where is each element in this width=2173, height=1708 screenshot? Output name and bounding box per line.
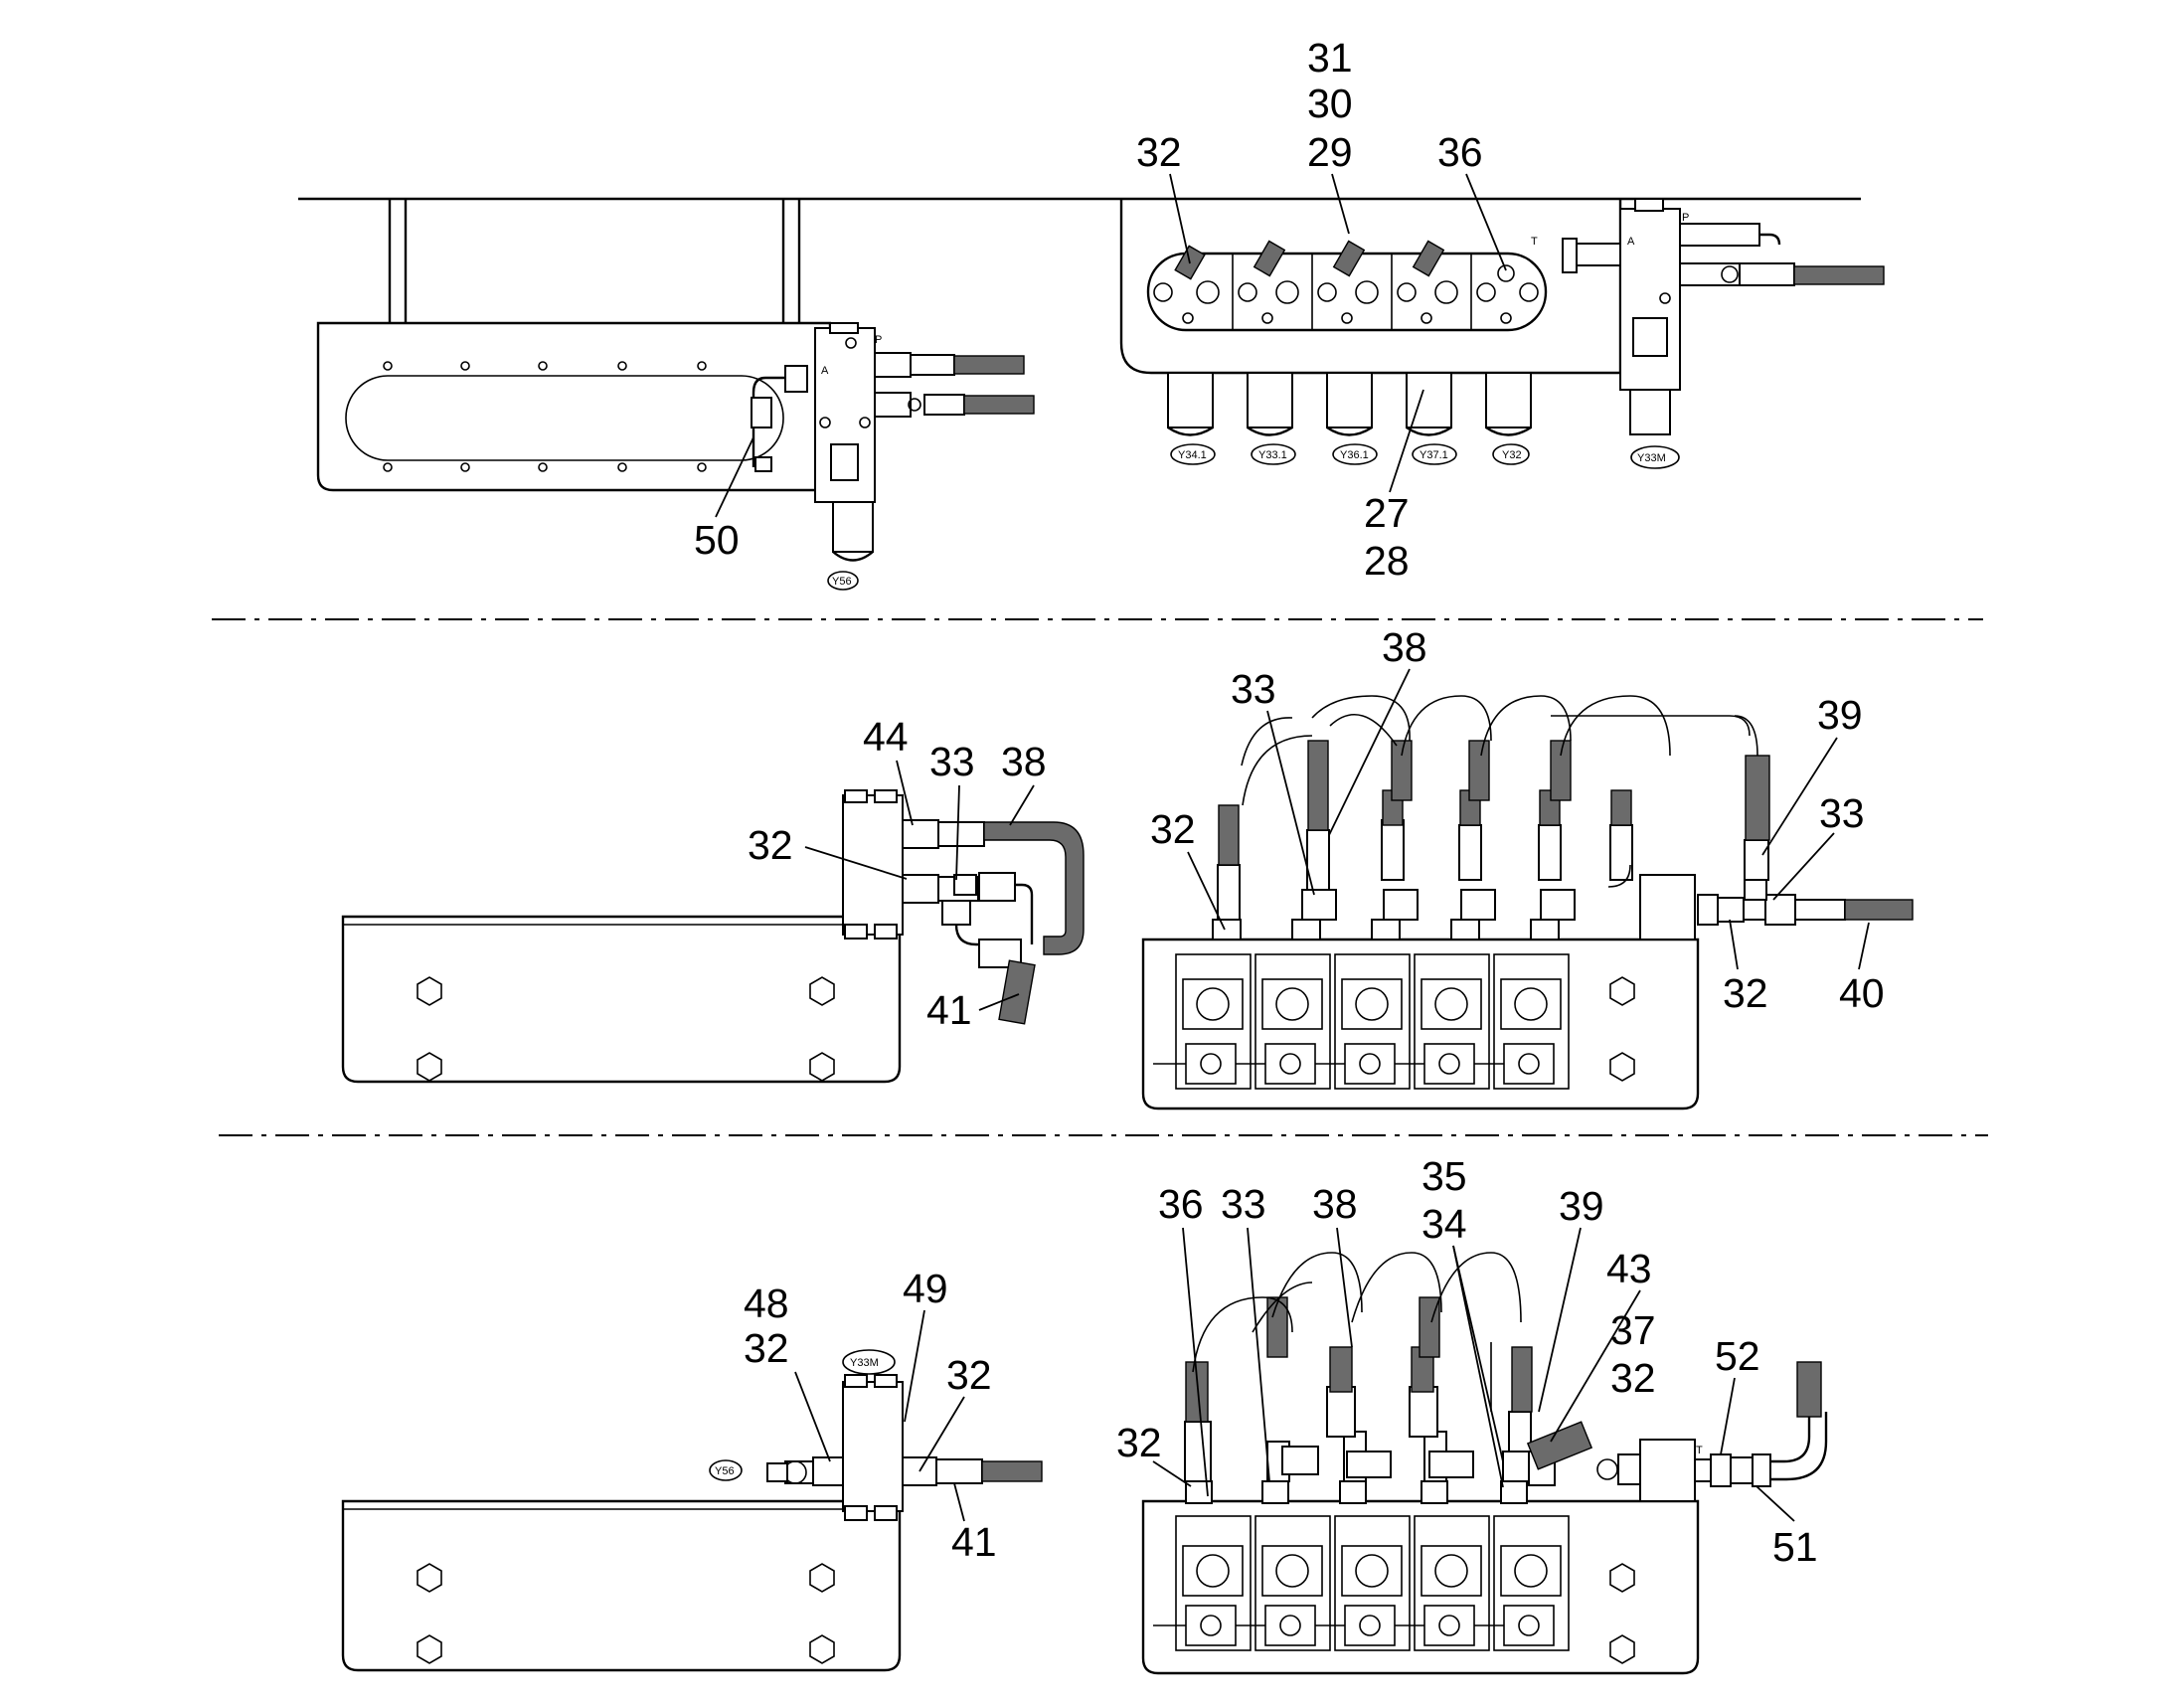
callout-32: 32 bbox=[1610, 1355, 1656, 1401]
middle-manifold-front bbox=[1141, 715, 1914, 1110]
callout-39: 39 bbox=[1559, 1183, 1604, 1229]
callout-34: 34 bbox=[1421, 1201, 1467, 1247]
callout-41: 41 bbox=[951, 1519, 997, 1565]
valve-manifold-top: Y34.1 Y33.1 Y36.1 Y37.1 Y32 bbox=[1146, 240, 1548, 465]
callout-41: 41 bbox=[926, 987, 972, 1033]
solenoid-coils bbox=[1167, 372, 1532, 436]
tag-y56: Y56 bbox=[832, 576, 852, 588]
tag-y56: Y56 bbox=[715, 1465, 735, 1477]
callout-37: 37 bbox=[1610, 1307, 1656, 1353]
callout-50: 50 bbox=[694, 517, 740, 563]
tag-y37-1: Y37.1 bbox=[1420, 449, 1448, 461]
tag-y33m: Y33M bbox=[1637, 452, 1666, 464]
valve-y56: A P Y56 bbox=[814, 322, 1035, 591]
callout-51: 51 bbox=[1772, 1524, 1818, 1570]
bottom-left-plate bbox=[341, 1499, 902, 1672]
callout-39: 39 bbox=[1817, 692, 1863, 738]
tag-y33m: Y33M bbox=[850, 1357, 879, 1369]
callout-38: 38 bbox=[1001, 739, 1047, 784]
bottom-manifold-front: T bbox=[1141, 1361, 1828, 1675]
left-mounting-plate bbox=[316, 321, 832, 492]
callout-32: 32 bbox=[744, 1325, 789, 1371]
callout-30: 30 bbox=[1307, 81, 1353, 126]
callout-32: 32 bbox=[748, 822, 793, 868]
middle-valve-sections bbox=[1153, 953, 1570, 1090]
callout-33: 33 bbox=[929, 739, 975, 784]
middle-view: 44 33 38 32 41 bbox=[341, 624, 1914, 1110]
tag-y33-1: Y33.1 bbox=[1258, 449, 1287, 461]
callout-48: 48 bbox=[744, 1281, 789, 1326]
bottom-valve-side: Y33M Y56 bbox=[709, 1349, 1043, 1521]
callout-32: 32 bbox=[1116, 1420, 1162, 1465]
callout-32: 32 bbox=[946, 1352, 992, 1398]
callout-52: 52 bbox=[1715, 1333, 1760, 1379]
callout-40: 40 bbox=[1839, 970, 1885, 1016]
port-letter: A bbox=[1627, 236, 1635, 248]
manifold-nuts bbox=[1153, 264, 1539, 324]
callout-43: 43 bbox=[1606, 1246, 1652, 1291]
callout-36: 36 bbox=[1437, 129, 1483, 175]
callout-49: 49 bbox=[903, 1266, 948, 1311]
callout-29: 29 bbox=[1307, 129, 1353, 175]
middle-left-plate bbox=[341, 915, 902, 1084]
callout-33: 33 bbox=[1819, 790, 1865, 836]
bottom-manifold-hoses bbox=[1184, 1252, 1593, 1504]
callout-32: 32 bbox=[1723, 970, 1768, 1016]
callout-44: 44 bbox=[863, 714, 909, 760]
port-letter: P bbox=[875, 334, 882, 346]
port-letter: T bbox=[1531, 236, 1538, 248]
callout-32: 32 bbox=[1136, 129, 1182, 175]
callout-28: 28 bbox=[1364, 538, 1410, 584]
bottom-view: Y33M Y56 48 32 49 32 41 bbox=[341, 1153, 1828, 1675]
callout-35: 35 bbox=[1421, 1153, 1467, 1199]
callout-27: 27 bbox=[1364, 490, 1410, 536]
valve-y33m: A P T Y33M bbox=[1531, 198, 1885, 469]
callout-36: 36 bbox=[1158, 1181, 1204, 1227]
port-letter: T bbox=[1696, 1445, 1703, 1456]
callout-33: 33 bbox=[1221, 1181, 1266, 1227]
port-letter: P bbox=[1682, 212, 1689, 224]
callout-38: 38 bbox=[1312, 1181, 1358, 1227]
tag-y34-1: Y34.1 bbox=[1178, 449, 1207, 461]
callout-32: 32 bbox=[1150, 806, 1196, 852]
right-mounting-plate bbox=[1119, 199, 1622, 375]
plate-bolt-holes bbox=[383, 361, 707, 472]
middle-manifold-hoses bbox=[1212, 695, 1751, 940]
top-view: A P Y56 bbox=[298, 35, 1885, 591]
tag-y32: Y32 bbox=[1502, 449, 1522, 461]
tag-y36-1: Y36.1 bbox=[1340, 449, 1369, 461]
bottom-valve-sections bbox=[1153, 1515, 1570, 1651]
callout-38: 38 bbox=[1382, 624, 1427, 670]
callout-31: 31 bbox=[1307, 35, 1353, 81]
callout-33: 33 bbox=[1231, 666, 1276, 712]
port-letter: A bbox=[821, 365, 829, 377]
middle-valve-side bbox=[842, 789, 1085, 1025]
